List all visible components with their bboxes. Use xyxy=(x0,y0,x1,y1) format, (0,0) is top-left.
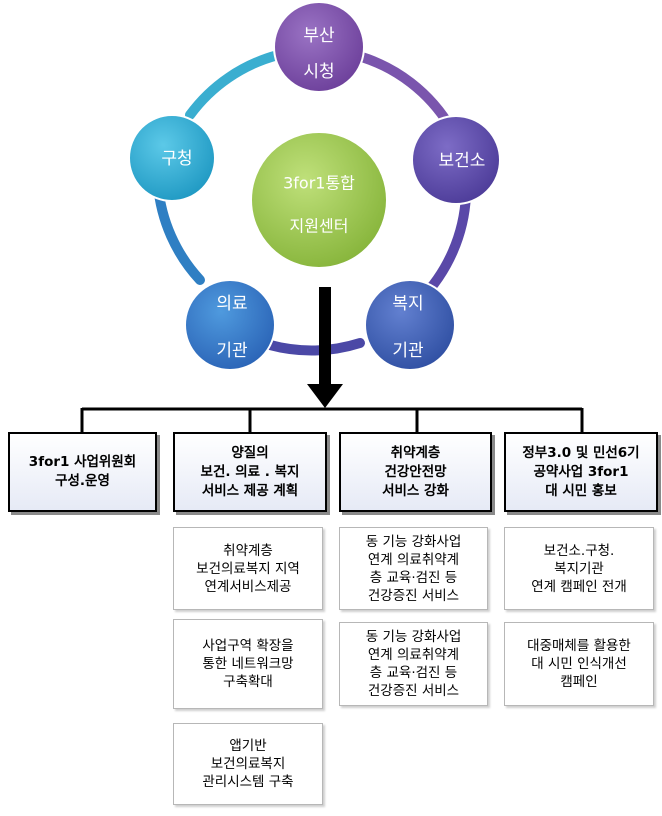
center-line-1: 3for1통합 xyxy=(283,174,355,193)
col4-header-line-3: 대 시민 홍보 xyxy=(545,482,617,499)
col4-header: 정부3.0 및 민선6기 공약사업 3for1 대 시민 홍보 xyxy=(504,432,658,512)
col3-header-line-3: 서비스 강화 xyxy=(382,482,449,499)
col4-item-1: 보건소.구청. 복지기관 연계 캠페인 전개 xyxy=(504,527,654,610)
col4-item-1-line-3: 연계 캠페인 전개 xyxy=(531,578,627,595)
ring-arc-bottom xyxy=(265,338,365,356)
col3-item-1-line-2: 연계 의료취약계 xyxy=(367,551,460,568)
col4-item-2: 대중매체를 활용한 대 시민 인식개선 캠페인 xyxy=(504,622,654,706)
col3-item-2-line-1: 동 기능 강화사업 xyxy=(365,629,462,645)
ring-arc-top-right xyxy=(350,50,457,135)
col3-item-2-line-2: 연계 의료취약계 xyxy=(367,647,460,663)
col4-item-2-line-1: 대중매체를 활용한 xyxy=(527,638,631,654)
ring-arc-top-left xyxy=(185,50,283,120)
node-welfare-line-1: 복지 xyxy=(392,294,423,314)
col4-header-line-2: 공약사업 3for1 xyxy=(533,463,629,480)
col2-header-line-2: 보건. 의료 . 복지 xyxy=(200,463,300,480)
col3-item-1-line-4: 건강증진 서비스 xyxy=(367,587,460,604)
node-busan-line-1: 부산 xyxy=(303,26,335,46)
node-welfare-institution: 복지 기관 xyxy=(364,279,456,371)
down-arrow xyxy=(307,287,343,408)
col1-header-line-2: 구성.운영 xyxy=(55,473,110,489)
col4-item-1-line-2: 복지기관 xyxy=(554,560,604,577)
node-district-office: 구청 xyxy=(128,114,216,202)
node-health-center: 보건소 xyxy=(411,115,501,205)
col2-item-1-line-2: 보건의료복지 지역 xyxy=(196,560,300,577)
col2-header: 양질의 보건. 의료 . 복지 서비스 제공 계획 xyxy=(173,432,327,512)
col2-item-1-line-1: 취약계층 xyxy=(223,542,273,559)
col2-header-line-1: 양질의 xyxy=(231,444,269,461)
node-district-label: 구청 xyxy=(161,149,192,169)
col3-item-2-line-4: 건강증진 서비스 xyxy=(367,683,460,699)
col3-item-2: 동 기능 강화사업 연계 의료취약계 층 교육·검진 등 건강증진 서비스 xyxy=(339,622,488,706)
col3-header-line-2: 건강안전망 xyxy=(384,463,447,480)
col3-item-1-line-1: 동 기능 강화사업 xyxy=(365,533,462,550)
center-line-2: 지원센터 xyxy=(290,217,349,236)
tree-connectors xyxy=(80,407,584,432)
center-node: 3for1통합 지원센터 xyxy=(250,131,388,269)
node-medical-line-1: 의료 xyxy=(216,294,247,314)
col2-item-2-line-3: 구축확대 xyxy=(223,674,273,690)
col2-item-3-line-3: 관리시스템 구축 xyxy=(202,774,294,790)
col2-item-1-line-3: 연계서비스제공 xyxy=(204,578,292,595)
col3-item-1: 동 기능 강화사업 연계 의료취약계 층 교육·검진 등 건강증진 서비스 xyxy=(339,527,488,610)
col2-item-2-line-2: 통한 네트워크망 xyxy=(202,656,294,672)
col4-header-line-1: 정부3.0 및 민선6기 xyxy=(522,444,640,461)
col1-header: 3for1 사업위원회 구성.운영 xyxy=(8,432,157,512)
col3-item-1-line-3: 층 교육·검진 등 xyxy=(369,569,458,586)
col2-item-3-line-1: 앱기반 xyxy=(229,738,267,754)
col1-header-line-1: 3for1 사업위원회 xyxy=(28,454,137,470)
col4-item-2-line-3: 캠페인 xyxy=(560,674,598,690)
col4-item-1-line-1: 보건소.구청. xyxy=(543,542,615,559)
col2-item-3: 앱기반 보건의료복지 관리시스템 구축 xyxy=(173,723,323,805)
node-busan-city-hall: 부산 시청 xyxy=(273,1,365,93)
col2-item-3-line-2: 보건의료복지 xyxy=(210,756,286,772)
node-health-label: 보건소 xyxy=(439,151,486,171)
col3-header-line-1: 취약계층 xyxy=(390,444,441,461)
node-medical-institution: 의료 기관 xyxy=(184,279,276,371)
col4-item-2-line-2: 대 시민 인식개선 xyxy=(531,656,627,672)
col2-header-line-3: 서비스 제공 계획 xyxy=(201,482,299,499)
col3-item-2-line-3: 층 교육·검진 등 xyxy=(369,665,458,681)
node-medical-line-2: 기관 xyxy=(216,341,247,361)
col2-item-2-line-1: 사업구역 확장을 xyxy=(202,638,294,654)
node-busan-line-2: 시청 xyxy=(303,62,334,82)
col3-header: 취약계층 건강안전망 서비스 강화 xyxy=(339,432,492,512)
col2-item-2: 사업구역 확장을 통한 네트워크망 구축확대 xyxy=(173,619,323,709)
col2-item-1: 취약계층 보건의료복지 지역 연계서비스제공 xyxy=(173,527,323,610)
node-welfare-line-2: 기관 xyxy=(392,341,423,361)
